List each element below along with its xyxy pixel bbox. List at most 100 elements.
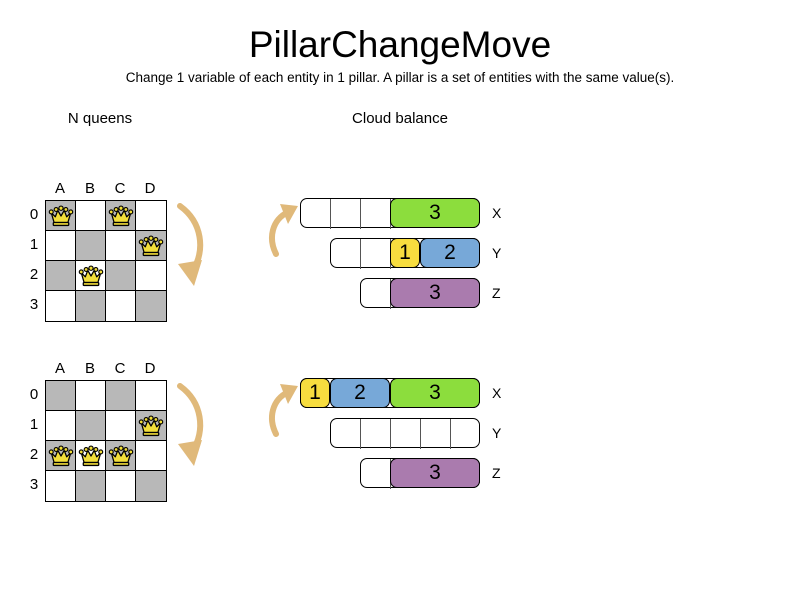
board-square-A2[interactable] — [46, 441, 76, 471]
board-row-label-1: 1 — [29, 236, 39, 253]
cloud-process-block-1[interactable]: 1 — [390, 238, 420, 268]
cloud-empty-cell — [361, 459, 391, 489]
cloud-computer-label-X: X — [492, 205, 502, 221]
board-column-label-A: A — [54, 180, 65, 197]
board-square-A3[interactable] — [46, 471, 76, 501]
board-square-D0[interactable] — [136, 201, 166, 231]
board-square-A1[interactable] — [46, 411, 76, 441]
board-square-B3[interactable] — [76, 291, 106, 321]
board-square-C0[interactable] — [106, 201, 136, 231]
board-square-D3[interactable] — [136, 291, 166, 321]
board-row-label-0: 0 — [29, 386, 39, 403]
board-grid — [45, 200, 167, 322]
board-square-C3[interactable] — [106, 291, 136, 321]
queen-icon[interactable] — [138, 413, 164, 439]
cloud-capacity-track — [330, 418, 481, 449]
cloud-computer-label-Z: Z — [492, 285, 501, 301]
board-column-label-D: D — [144, 180, 156, 197]
board-square-D2[interactable] — [136, 441, 166, 471]
cloud-empty-cell — [361, 279, 391, 309]
page-subtitle: Change 1 variable of each entity in 1 pi… — [125, 70, 675, 85]
board-row-label-3: 3 — [29, 476, 39, 493]
cloud-empty-cell — [361, 199, 391, 229]
queens-move-arrow-top — [168, 196, 218, 292]
section-label-n-queens: N queens — [67, 110, 133, 127]
cloud-empty-cell — [331, 419, 361, 449]
chessboard-before: A B C D 0 1 2 3 — [30, 180, 190, 340]
queen-icon[interactable] — [48, 203, 74, 229]
board-column-label-B: B — [84, 180, 95, 197]
board-row-label-0: 0 — [29, 206, 39, 223]
board-square-D0[interactable] — [136, 381, 166, 411]
board-square-B1[interactable] — [76, 231, 106, 261]
cloud-process-block-3[interactable]: 3 — [390, 378, 480, 408]
board-square-C1[interactable] — [106, 231, 136, 261]
cloud-computer-row-Y: Y — [300, 418, 501, 449]
board-row-label-2: 2 — [29, 266, 39, 283]
board-row-label-1: 1 — [29, 416, 39, 433]
board-column-label-C: C — [114, 360, 126, 377]
board-column-label-A: A — [54, 360, 65, 377]
board-square-A3[interactable] — [46, 291, 76, 321]
cloud-empty-cell — [421, 419, 451, 449]
board-square-B0[interactable] — [76, 381, 106, 411]
board-square-C2[interactable] — [106, 261, 136, 291]
queen-icon[interactable] — [78, 263, 104, 289]
board-square-D3[interactable] — [136, 471, 166, 501]
queen-icon[interactable] — [138, 233, 164, 259]
cloud-process-block-3[interactable]: 3 — [390, 198, 480, 228]
cloud-computer-label-Y: Y — [492, 245, 502, 261]
cloud-empty-cell — [391, 419, 421, 449]
queen-icon[interactable] — [108, 443, 134, 469]
queen-icon[interactable] — [48, 443, 74, 469]
board-row-label-3: 3 — [29, 296, 39, 313]
cloud-computer-label-Z: Z — [492, 465, 501, 481]
cloud-computer-label-Y: Y — [492, 425, 502, 441]
board-square-C0[interactable] — [106, 381, 136, 411]
cloud-empty-cell — [331, 199, 361, 229]
cloud-empty-cell — [451, 419, 481, 449]
queens-move-arrow-bottom — [168, 376, 218, 472]
cloud-process-block-2[interactable]: 2 — [420, 238, 480, 268]
cloud-empty-cell — [361, 239, 391, 269]
cloud-empty-cell — [331, 239, 361, 269]
queen-icon[interactable] — [78, 443, 104, 469]
board-square-D2[interactable] — [136, 261, 166, 291]
cloud-computer-label-X: X — [492, 385, 502, 401]
cloud-empty-cell — [301, 199, 331, 229]
cloud-process-block-2[interactable]: 2 — [330, 378, 390, 408]
cloud-empty-cell — [361, 419, 391, 449]
board-square-D1[interactable] — [136, 411, 166, 441]
cloud-process-block-3[interactable]: 3 — [390, 278, 480, 308]
board-square-A0[interactable] — [46, 201, 76, 231]
board-square-C1[interactable] — [106, 411, 136, 441]
board-column-label-D: D — [144, 360, 156, 377]
board-square-B2[interactable] — [76, 261, 106, 291]
board-square-C2[interactable] — [106, 441, 136, 471]
cloud-process-block-1[interactable]: 1 — [300, 378, 330, 408]
board-square-B3[interactable] — [76, 471, 106, 501]
board-column-label-C: C — [114, 180, 126, 197]
page-title: PillarChangeMove — [248, 24, 552, 65]
board-square-A0[interactable] — [46, 381, 76, 411]
board-square-B0[interactable] — [76, 201, 106, 231]
board-square-B2[interactable] — [76, 441, 106, 471]
section-label-cloud-balance: Cloud balance — [352, 110, 448, 127]
cloud-move-arrow-top — [266, 198, 306, 260]
queen-icon[interactable] — [108, 203, 134, 229]
board-square-B1[interactable] — [76, 411, 106, 441]
board-column-label-B: B — [84, 360, 95, 377]
board-square-C3[interactable] — [106, 471, 136, 501]
cloud-process-block-3[interactable]: 3 — [390, 458, 480, 488]
board-square-D1[interactable] — [136, 231, 166, 261]
board-square-A2[interactable] — [46, 261, 76, 291]
board-square-A1[interactable] — [46, 231, 76, 261]
